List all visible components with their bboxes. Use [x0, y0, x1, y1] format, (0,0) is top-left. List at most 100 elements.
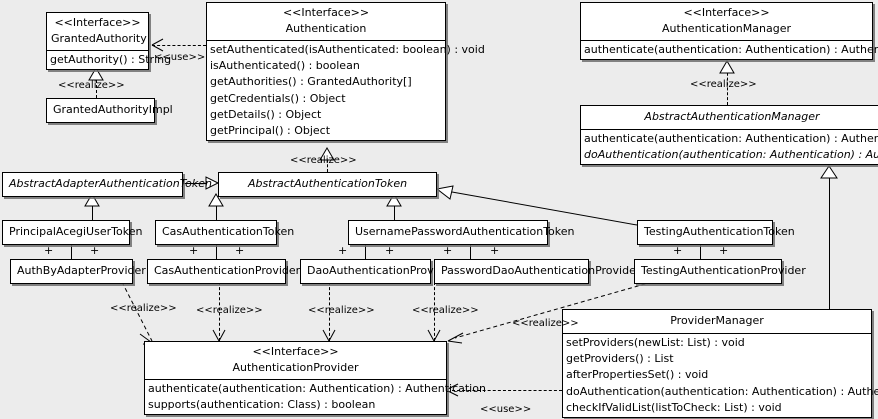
- class-name: AuthByAdapterProvider: [17, 264, 146, 277]
- association-marker: +: [719, 244, 729, 257]
- class-members: authenticate(authentication: Authenticat…: [145, 379, 486, 414]
- class-box-cas-authentication-provider[interactable]: CasAuthenticationProvider: [147, 259, 301, 284]
- generalization-link-username-password-token: [394, 204, 395, 220]
- label-realize-testing-provider: <<realize>>: [512, 318, 579, 329]
- use-link-authentication-granted-authority: [152, 45, 206, 46]
- class-box-testing-authentication-provider[interactable]: TestingAuthenticationProvider: [634, 259, 806, 284]
- realize-link-dao-provider: [329, 282, 330, 341]
- class-box-granted-authority-impl[interactable]: GrantedAuthorityImpl: [46, 98, 173, 123]
- generalization-link-principal-acegi-user-token: [92, 204, 93, 220]
- class-box-authentication-provider[interactable]: <<Interface>> AuthenticationProvider aut…: [144, 341, 486, 416]
- association-marker: +: [189, 244, 199, 257]
- association-marker: +: [90, 244, 100, 257]
- class-name: AbstractAdapterAuthenticationToken: [9, 177, 212, 190]
- class-box-abstract-authentication-token[interactable]: AbstractAuthenticationToken: [218, 172, 437, 197]
- class-members: authenticate(authentication: Authenticat…: [581, 129, 878, 164]
- class-name: PasswordDaoAuthenticationProvider: [441, 264, 641, 277]
- class-stereotype: <<Interface>>: [282, 6, 370, 19]
- class-header: AbstractAuthenticationManager: [581, 106, 878, 129]
- class-name: TestingAuthenticationProvider: [641, 264, 806, 277]
- class-name: AuthenticationProvider: [232, 361, 359, 374]
- class-header: PrincipalAcegiUserToken: [3, 221, 142, 244]
- association-link-principal-token-auth-by-adapter: [71, 242, 72, 259]
- class-box-cas-authentication-token[interactable]: CasAuthenticationToken: [155, 220, 295, 245]
- class-header: TestingAuthenticationProvider: [635, 260, 806, 283]
- class-box-authentication-manager[interactable]: <<Interface>> AuthenticationManager auth…: [580, 2, 878, 61]
- use-link-provider-manager: [452, 390, 562, 391]
- class-member: getAuthority() : String: [50, 53, 172, 66]
- association-link-username-token-dao-provider: [365, 242, 366, 259]
- class-box-authentication[interactable]: <<Interface>> Authentication setAuthenti…: [206, 2, 485, 142]
- association-link-cas-token-cas-provider: [216, 242, 217, 259]
- class-header: <<Interface>> AuthenticationProvider: [145, 342, 446, 379]
- realize-link-abstract-authentication-manager: [727, 63, 728, 105]
- class-member: setAuthenticated(isAuthenticated: boolea…: [210, 43, 485, 56]
- realize-link-password-dao-provider: [434, 282, 435, 341]
- class-member: doAuthentication(authentication: Authent…: [566, 384, 878, 398]
- class-members: authenticate(authentication: Authenticat…: [581, 40, 878, 59]
- class-header: GrantedAuthorityImpl: [47, 99, 173, 122]
- class-member: getProviders() : List: [566, 352, 674, 366]
- label-use-authentication-granted-authority: <<use>>: [154, 52, 206, 63]
- class-box-abstract-authentication-manager[interactable]: AbstractAuthenticationManager authentica…: [580, 105, 878, 166]
- class-header: PasswordDaoAuthenticationProvider: [435, 260, 641, 283]
- class-header: AbstractAdapterAuthenticationToken: [3, 173, 212, 196]
- generalization-link-cas-authentication-token: [216, 204, 217, 220]
- class-name: CasAuthenticationProvider: [154, 264, 301, 277]
- association-marker: +: [490, 244, 500, 257]
- association-marker: +: [443, 244, 453, 257]
- class-name: TestingAuthenticationToken: [644, 225, 795, 238]
- class-box-granted-authority[interactable]: <<Interface>> GrantedAuthority getAuthor…: [46, 12, 172, 71]
- generalization-link-adapter-token: [183, 183, 206, 184]
- class-box-dao-authentication-provider[interactable]: DaoAuthenticationProvider: [300, 259, 455, 284]
- class-box-auth-by-adapter-provider[interactable]: AuthByAdapterProvider: [10, 259, 146, 284]
- class-name: GrantedAuthority: [51, 32, 147, 45]
- class-header: DaoAuthenticationProvider: [301, 260, 455, 283]
- class-name: CasAuthenticationToken: [162, 225, 295, 238]
- class-header: <<Interface>> Authentication: [207, 3, 445, 40]
- class-box-testing-authentication-token[interactable]: TestingAuthenticationToken: [637, 220, 795, 245]
- class-name: ProviderManager: [670, 314, 764, 327]
- class-member: afterPropertiesSet() : void: [566, 368, 709, 382]
- label-realize-cas-provider: <<realize>>: [196, 305, 263, 316]
- association-link-username-token-password-dao-provider: [470, 242, 471, 259]
- class-member: setProviders(newList: List) : void: [566, 336, 745, 349]
- class-stereotype: <<Interface>>: [252, 345, 339, 358]
- class-box-principal-acegi-user-token[interactable]: PrincipalAcegiUserToken: [2, 220, 142, 245]
- label-realize-abstract-authentication-token: <<realize>>: [290, 155, 357, 166]
- class-box-password-dao-authentication-provider[interactable]: PasswordDaoAuthenticationProvider: [434, 259, 641, 284]
- class-box-abstract-adapter-authentication-token[interactable]: AbstractAdapterAuthenticationToken: [2, 172, 212, 197]
- class-box-provider-manager[interactable]: ProviderManager setProviders(newList: Li…: [562, 309, 878, 419]
- association-marker: +: [385, 244, 395, 257]
- label-use-provider-manager: <<use>>: [480, 404, 532, 415]
- class-members: setProviders(newList: List) : void getPr…: [563, 333, 878, 417]
- class-name: GrantedAuthorityImpl: [53, 103, 173, 116]
- class-name: UsernamePasswordAuthenticationToken: [355, 225, 575, 238]
- label-realize-auth-by-adapter: <<realize>>: [110, 303, 177, 314]
- class-member: authenticate(authentication: Authenticat…: [148, 382, 486, 395]
- class-header: AbstractAuthenticationToken: [219, 173, 436, 196]
- class-name: AuthenticationManager: [662, 22, 791, 35]
- class-name: DaoAuthenticationProvider: [307, 264, 455, 277]
- class-header: AuthByAdapterProvider: [11, 260, 146, 283]
- class-header: <<Interface>> AuthenticationManager: [581, 3, 872, 40]
- association-marker: +: [673, 244, 683, 257]
- association-marker: +: [44, 244, 54, 257]
- class-header: TestingAuthenticationToken: [638, 221, 795, 244]
- class-member: isAuthenticated() : boolean: [210, 59, 360, 73]
- class-member: doAuthentication(authentication: Authent…: [584, 148, 878, 162]
- class-header: <<Interface>> GrantedAuthority: [47, 13, 148, 50]
- class-stereotype: <<Interface>>: [54, 16, 141, 29]
- class-header: UsernamePasswordAuthenticationToken: [349, 221, 575, 244]
- class-member: getCredentials() : Object: [210, 91, 346, 105]
- class-member: supports(authentication: Class) : boolea…: [148, 398, 376, 412]
- class-member: checkIfValidList(listToCheck: List) : vo…: [566, 400, 782, 414]
- association-link-testing-token-testing-provider: [700, 242, 701, 259]
- class-name: AbstractAuthenticationToken: [247, 177, 408, 190]
- class-box-username-password-authentication-token[interactable]: UsernamePasswordAuthenticationToken: [348, 220, 575, 245]
- class-member: getDetails() : Object: [210, 107, 322, 121]
- class-member: getPrincipal() : Object: [210, 124, 331, 138]
- realize-link-cas-provider: [219, 282, 220, 341]
